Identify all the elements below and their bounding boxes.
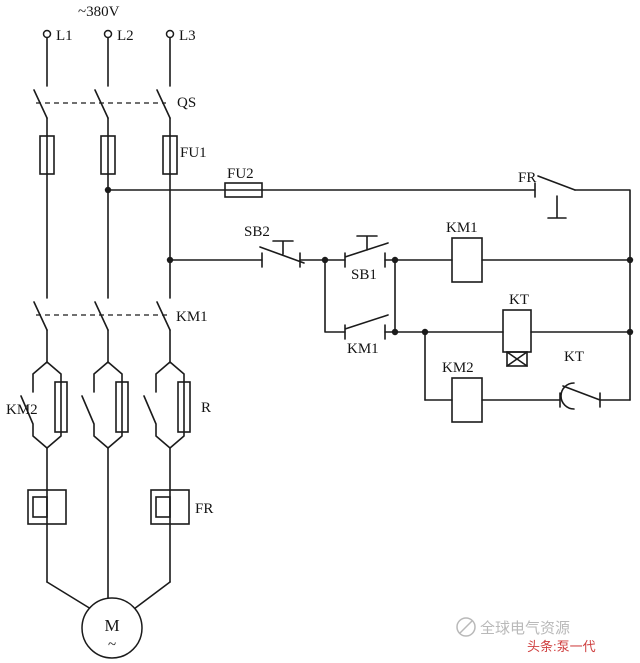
seal-in-kt-rung: KM1 KT bbox=[324, 259, 631, 401]
km1-aux-contact: KM1 bbox=[344, 314, 389, 357]
start-stop-rung: SB2 SB1 KM1 bbox=[169, 220, 631, 283]
km1-coil: KM1 bbox=[446, 220, 483, 283]
fuse-fu1-phase3 bbox=[162, 135, 178, 175]
qs-disconnect-switch: QS bbox=[33, 89, 196, 119]
fr-heater-phase1 bbox=[27, 489, 67, 525]
fr-thermal-elements: FR bbox=[27, 489, 213, 525]
label-sb2: SB2 bbox=[244, 224, 270, 240]
label-fu1: FU1 bbox=[180, 145, 207, 161]
label-qs: QS bbox=[177, 95, 196, 111]
fr-nc-contact: FR bbox=[518, 170, 576, 219]
motor: M ~ bbox=[46, 581, 171, 659]
terminal-l1 bbox=[42, 29, 52, 39]
resistor-phase2 bbox=[115, 381, 129, 433]
watermark-byline: 头条:泵一代 bbox=[527, 639, 596, 654]
sb2-stop-button: SB2 bbox=[244, 224, 305, 268]
qs-blades bbox=[33, 89, 171, 119]
label-l1: L1 bbox=[56, 28, 73, 44]
fuse-fu1-phase2 bbox=[100, 135, 116, 175]
fr-heater-phase3-inner bbox=[155, 496, 171, 518]
label-motor-ac: ~ bbox=[108, 637, 116, 653]
control-bus-wire bbox=[107, 189, 631, 401]
resistor-phase3 bbox=[177, 381, 191, 433]
label-fr-contact: FR bbox=[518, 170, 536, 186]
terminal-l2 bbox=[103, 29, 113, 39]
watermark-brand: 全球电气资源 bbox=[480, 619, 570, 637]
phase-rails bbox=[46, 36, 171, 363]
watermark-compass-needle bbox=[459, 620, 473, 634]
label-km1-aux: KM1 bbox=[347, 341, 379, 357]
resistor-phase1 bbox=[54, 381, 68, 433]
label-km2-contact: KM2 bbox=[6, 402, 38, 418]
supply-voltage-label: ~380V bbox=[78, 4, 120, 20]
motor-circle bbox=[81, 597, 143, 659]
fuse-fu2 bbox=[224, 182, 263, 198]
label-l2: L2 bbox=[117, 28, 134, 44]
label-l3: L3 bbox=[179, 28, 196, 44]
km2-rung: KM2 KT bbox=[424, 349, 631, 423]
label-km1-coil: KM1 bbox=[446, 220, 478, 236]
label-fu2: FU2 bbox=[227, 166, 254, 182]
control-feed-line: FU2 FR bbox=[107, 166, 631, 401]
sb1-start-button: SB1 bbox=[344, 235, 389, 283]
supply-terminals: ~380V L1 L2 L3 bbox=[42, 4, 196, 44]
terminal-l3 bbox=[165, 29, 175, 39]
label-motor: M bbox=[104, 616, 119, 635]
kt-delayed-contact: KT bbox=[559, 349, 601, 410]
km1-main-contacts: KM1 bbox=[33, 301, 208, 331]
label-kt-coil: KT bbox=[509, 292, 529, 308]
fr-heater-phase3 bbox=[150, 489, 190, 525]
fr-heater-phase1-inner bbox=[32, 496, 48, 518]
fuse-fu1-phase1 bbox=[39, 135, 55, 175]
watermark: 全球电气资源 头条:泵一代 bbox=[456, 617, 596, 654]
km2-bypass-and-resistors: KM2 R bbox=[6, 361, 211, 449]
junction-dots bbox=[104, 186, 634, 336]
watermark-compass-icon bbox=[456, 617, 476, 637]
label-fr-heater: FR bbox=[195, 501, 213, 517]
kt-coil: KT bbox=[502, 292, 532, 367]
label-resistor: R bbox=[201, 400, 211, 416]
label-km1-main: KM1 bbox=[176, 309, 208, 325]
fu1-fuses: FU1 bbox=[39, 135, 207, 175]
label-km2-coil: KM2 bbox=[442, 360, 474, 376]
label-sb1: SB1 bbox=[351, 267, 377, 283]
label-kt-contact: KT bbox=[564, 349, 584, 365]
km2-coil: KM2 bbox=[442, 360, 483, 423]
